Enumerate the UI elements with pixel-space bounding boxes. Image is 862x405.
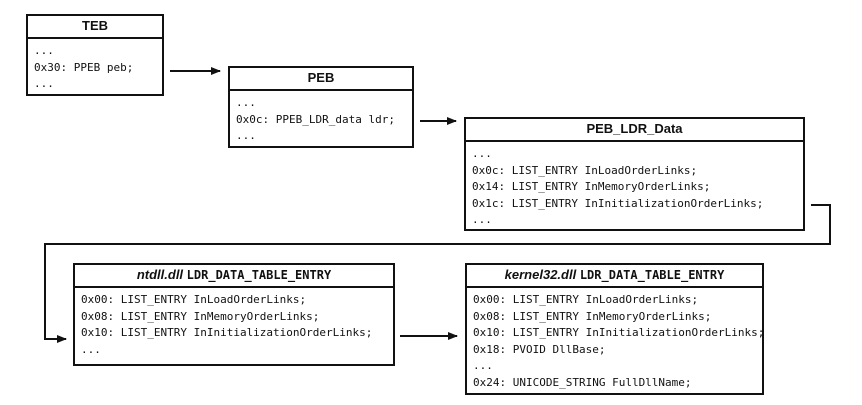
kernel32-entry-fields: 0x00: LIST_ENTRY InLoadOrderLinks; 0x08:… (467, 288, 765, 393)
kernel32-entry-field: ... (473, 359, 493, 372)
kernel32-entry-field-dllbase: 0x18: PVOID DllBase; (473, 342, 606, 356)
teb-field: ... (34, 44, 54, 57)
peb-ldr-data-field: 0x0c: LIST_ENTRY InLoadOrderLinks; (472, 163, 698, 177)
peb-title: PEB (230, 68, 412, 91)
ntdll-dll-name: ntdll.dll (136, 267, 184, 282)
peb-field-ldr: 0x0c: PPEB_LDR_data ldr; (236, 112, 395, 126)
peb-field: ... (236, 129, 256, 142)
teb-box: TEB ... 0x30: PPEB peb; ... (26, 14, 164, 96)
ntdll-entry-field-init-order: 0x10: LIST_ENTRY InInitializationOrderLi… (81, 326, 373, 339)
teb-field: ... (34, 77, 54, 90)
peb-ldr-data-field: ... (472, 213, 492, 226)
peb-box: PEB ... 0x0c: PPEB_LDR_data ldr; ... (228, 66, 414, 148)
peb-ldr-data-title: PEB_LDR_Data (466, 119, 803, 142)
peb-ldr-data-field: 0x14: LIST_ENTRY InMemoryOrderLinks; (472, 180, 711, 193)
arrow-ldr-data-to-ntdll (44, 204, 831, 343)
peb-ldr-data-box: PEB_LDR_Data ... 0x0c: LIST_ENTRY InLoad… (464, 117, 805, 231)
kernel32-dll-name: kernel32.dll (504, 267, 577, 282)
ntdll-entry-field: ... (81, 342, 101, 356)
teb-title: TEB (28, 16, 162, 39)
kernel32-entry-field: 0x00: LIST_ENTRY InLoadOrderLinks; (473, 293, 699, 306)
teb-field-peb: 0x30: PPEB peb; (34, 60, 134, 74)
peb-ldr-data-field: ... (472, 147, 492, 160)
ntdll-entry-field: 0x00: LIST_ENTRY InLoadOrderLinks; (81, 293, 307, 306)
kernel32-entry-title: kernel32.dll LDR_DATA_TABLE_ENTRY (467, 265, 762, 288)
peb-field: ... (236, 96, 256, 109)
ntdll-entry-field: 0x08: LIST_ENTRY InMemoryOrderLinks; (81, 309, 320, 323)
peb-ldr-data-fields: ... 0x0c: LIST_ENTRY InLoadOrderLinks; 0… (466, 142, 803, 231)
ntdll-struct-name: LDR_DATA_TABLE_ENTRY (186, 268, 332, 282)
kernel32-struct-name: LDR_DATA_TABLE_ENTRY (579, 268, 725, 282)
kernel32-entry-field: 0x08: LIST_ENTRY InMemoryOrderLinks; (473, 309, 712, 323)
kernel32-entry-field-fulldllname: 0x24: UNICODE_STRING FullDllName; (473, 375, 692, 389)
peb-fields: ... 0x0c: PPEB_LDR_data ldr; ... (230, 91, 412, 147)
ntdll-entry-fields: 0x00: LIST_ENTRY InLoadOrderLinks; 0x08:… (75, 288, 393, 360)
ntdll-entry-box: ntdll.dll LDR_DATA_TABLE_ENTRY 0x00: LIS… (73, 263, 395, 366)
teb-fields: ... 0x30: PPEB peb; ... (28, 39, 162, 95)
ntdll-entry-title: ntdll.dll LDR_DATA_TABLE_ENTRY (75, 265, 393, 288)
kernel32-entry-field-init-order: 0x10: LIST_ENTRY InInitializationOrderLi… (473, 326, 765, 339)
peb-ldr-data-field-init-order: 0x1c: LIST_ENTRY InInitializationOrderLi… (472, 196, 764, 210)
kernel32-entry-box: kernel32.dll LDR_DATA_TABLE_ENTRY 0x00: … (465, 263, 764, 395)
